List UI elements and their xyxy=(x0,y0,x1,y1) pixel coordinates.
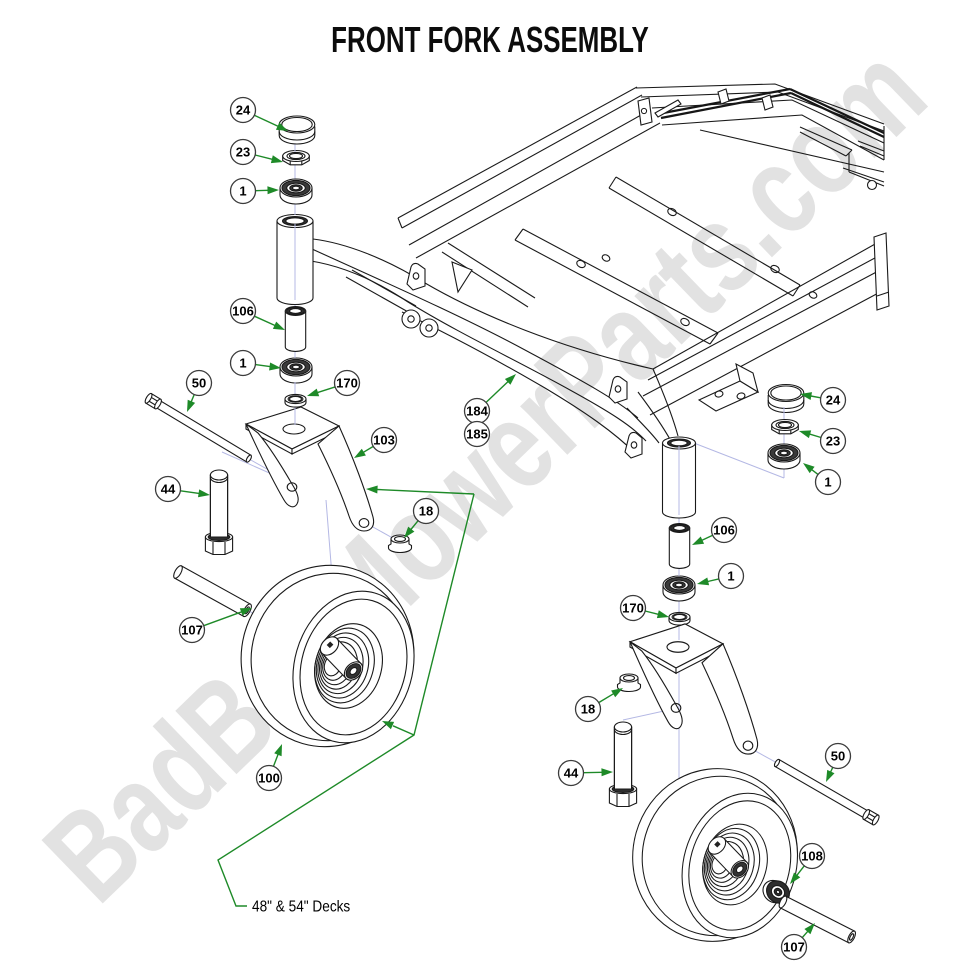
svg-text:44: 44 xyxy=(161,482,176,497)
svg-text:184: 184 xyxy=(466,404,488,419)
svg-text:50: 50 xyxy=(831,749,845,764)
svg-text:1: 1 xyxy=(239,356,246,371)
svg-text:185: 185 xyxy=(466,427,488,442)
svg-text:107: 107 xyxy=(181,623,203,638)
svg-text:24: 24 xyxy=(826,393,841,408)
svg-text:170: 170 xyxy=(622,601,644,616)
svg-text:23: 23 xyxy=(236,145,250,160)
svg-text:100: 100 xyxy=(258,771,280,786)
svg-text:106: 106 xyxy=(713,523,735,538)
svg-text:103: 103 xyxy=(373,433,395,448)
svg-text:23: 23 xyxy=(826,434,840,449)
svg-text:18: 18 xyxy=(581,702,595,717)
svg-text:1: 1 xyxy=(239,184,246,199)
svg-text:50: 50 xyxy=(192,376,206,391)
svg-text:1: 1 xyxy=(824,475,831,490)
svg-text:1: 1 xyxy=(727,569,734,584)
svg-text:44: 44 xyxy=(564,766,579,781)
svg-text:18: 18 xyxy=(419,504,433,519)
svg-text:108: 108 xyxy=(801,849,823,864)
svg-text:170: 170 xyxy=(336,376,358,391)
svg-text:107: 107 xyxy=(783,940,805,955)
svg-text:106: 106 xyxy=(232,304,254,319)
svg-text:48" & 54" Decks: 48" & 54" Decks xyxy=(252,899,350,916)
svg-text:24: 24 xyxy=(236,103,251,118)
svg-text:FRONT FORK ASSEMBLY: FRONT FORK ASSEMBLY xyxy=(331,20,649,60)
